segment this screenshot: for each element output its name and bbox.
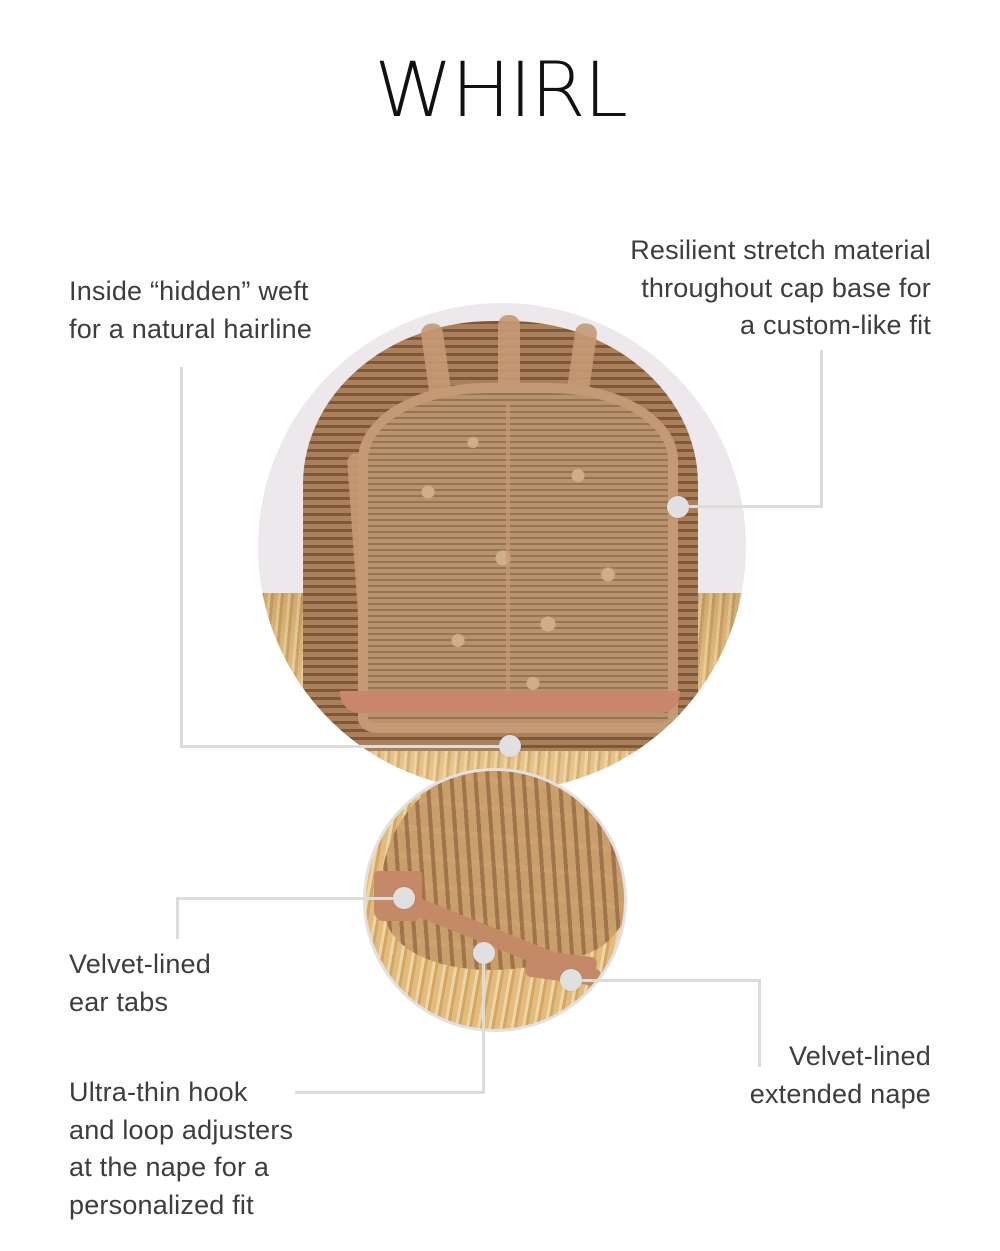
callout-text-line: Inside “hidden” weft (69, 276, 309, 306)
callout-hidden-weft: Inside “hidden” weft for a natural hairl… (69, 273, 312, 348)
callout-text-line: extended nape (749, 1078, 931, 1109)
callout-hook-loop: Ultra-thin hook and loop adjusters at th… (69, 1074, 293, 1224)
velvet-hairline-band (340, 691, 680, 713)
callout-text-line: personalized fit (69, 1189, 254, 1220)
callout-ear-tabs: Velvet-lined ear tabs (69, 946, 211, 1021)
callout-text-line: throughout cap base for (641, 272, 931, 303)
leader-line-hidden-weft-h (180, 745, 510, 748)
product-title: WHIRL (374, 45, 628, 134)
leader-line-stretch-h (685, 505, 823, 508)
callout-extended-nape: Velvet-lined extended nape (750, 1038, 931, 1113)
callout-text-line: at the nape for a (69, 1152, 270, 1182)
callout-dot-stretch (667, 496, 689, 518)
leader-line-hook-loop-h (295, 1091, 485, 1094)
leader-line-hook-loop-v (482, 955, 485, 1094)
callout-dot-ear-tabs (393, 887, 415, 909)
cap-top-view-image (258, 303, 746, 791)
callout-stretch-material: Resilient stretch material throughout ca… (630, 232, 931, 345)
callout-text-line: Velvet-lined (69, 949, 211, 979)
callout-text-line: and loop adjusters (69, 1114, 294, 1145)
callout-dot-nape (560, 969, 582, 991)
callout-text-line: for a natural hairline (69, 313, 313, 344)
callout-text-line: Resilient stretch material (630, 235, 931, 265)
leader-line-nape-v (758, 979, 761, 1067)
leader-line-nape-h (580, 979, 761, 982)
callout-text-line: Ultra-thin hook (69, 1077, 248, 1107)
leader-line-stretch-v (820, 350, 823, 508)
cap-center-seam (506, 403, 510, 713)
callout-text-line: Velvet-lined (789, 1041, 931, 1071)
callout-text-line: ear tabs (69, 986, 169, 1017)
cap-strap (498, 315, 520, 395)
leader-line-ear-tabs-h (176, 897, 402, 900)
leader-line-hidden-weft-v (180, 367, 183, 748)
callout-text-line: a custom-like fit (740, 310, 931, 340)
callout-dot-hidden-weft (499, 735, 521, 757)
callout-dot-hook-loop (473, 942, 495, 964)
leader-line-ear-tabs-v (176, 897, 179, 939)
stretch-lace-panel (358, 383, 678, 733)
